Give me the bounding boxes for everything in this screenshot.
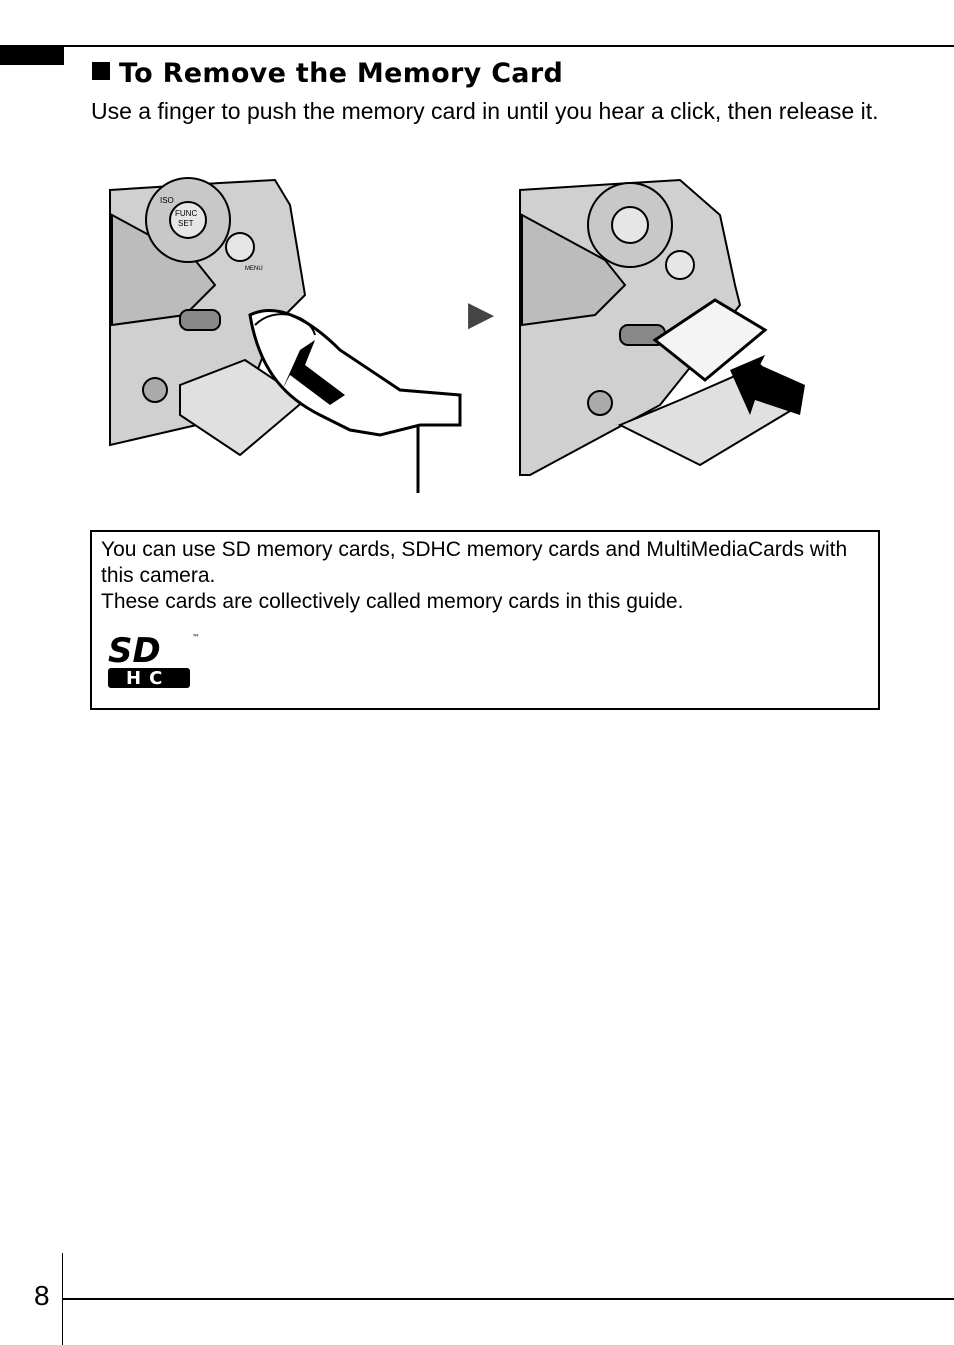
note-line: You can use SD memory cards, SDHC memory… — [101, 538, 848, 587]
card-removal-illustration: FUNC SET ISO MENU ▶ — [109, 177, 805, 493]
square-bullet-icon — [92, 62, 110, 80]
footer-divider — [62, 1253, 63, 1345]
note-text: You can use SD memory cards, SDHC memory… — [101, 537, 876, 615]
iso-label: ISO — [160, 196, 174, 205]
section-tab — [0, 45, 64, 65]
section-heading: To Remove the Memory Card — [92, 56, 563, 92]
menu-label: MENU — [245, 266, 263, 272]
func-label: FUNC — [175, 209, 197, 218]
note-line: These cards are collectively called memo… — [101, 590, 684, 613]
bottom-rule — [63, 1298, 954, 1300]
sdhc-logo-sd: SD — [108, 631, 161, 671]
page-number: 8 — [34, 1280, 50, 1311]
set-label: SET — [178, 219, 194, 228]
camera-eject-card-illustration — [519, 178, 805, 476]
instruction-text: Use a finger to push the memory card in … — [91, 98, 879, 124]
sdhc-logo-hc: HC — [126, 668, 170, 689]
sdhc-logo: SD ™ HC — [108, 631, 200, 689]
top-rule — [0, 45, 954, 47]
trademark-symbol: ™ — [192, 633, 200, 642]
camera-push-card-illustration: FUNC SET ISO MENU — [109, 177, 462, 493]
play-arrow-icon: ▶ — [468, 294, 495, 334]
memory-card-note: You can use SD memory cards, SDHC memory… — [90, 530, 880, 710]
section-title: To Remove the Memory Card — [119, 58, 564, 89]
